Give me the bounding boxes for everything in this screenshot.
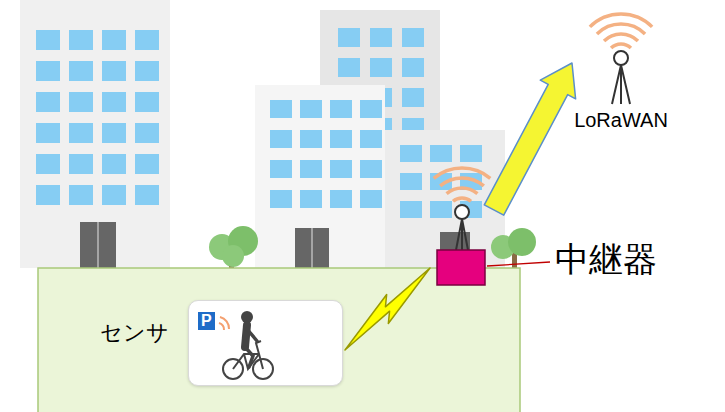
signal-wave [219,323,224,330]
relay-unit [437,250,485,285]
signal-wave [597,24,645,34]
building-door [295,228,329,268]
parking-sign: P [198,312,215,330]
signal-wave [453,198,471,201]
antenna-mast [612,65,630,104]
window-grid [36,30,159,206]
relay-antenna [430,140,494,287]
gateway-label: LoRaWAN [574,109,668,132]
building-middle [255,85,385,268]
signal-wave [440,178,484,186]
gateway-antenna: LoRaWAN [572,5,670,137]
window-grid [270,100,382,216]
relay-box: 中継器 [430,140,494,287]
uplink-arrow [484,63,575,215]
gateway-mast [572,5,670,109]
signal-wave [434,168,491,178]
signal-wave [590,14,652,27]
sensor-label: センサ [100,320,169,345]
signal-wave [611,44,631,48]
antenna-mast [456,219,468,250]
relay-label: 中継器 [555,240,657,279]
rider-limbs [245,329,257,367]
building-door [80,222,116,268]
sensor-box: センサ P [100,300,343,386]
door-line [97,222,99,268]
door-line [311,228,313,268]
tree [508,228,536,256]
signal-wave [447,188,478,194]
antenna-head [614,51,628,65]
tree [222,245,244,267]
signal-wave [604,34,638,41]
building-left [20,0,170,268]
wireless-bolt [345,268,430,350]
ground-panel [38,268,520,412]
window-grid [400,145,482,218]
signal-wave [220,317,229,329]
antenna-head [455,205,469,219]
sensor-card: P [188,300,343,386]
leader-line [487,262,550,266]
